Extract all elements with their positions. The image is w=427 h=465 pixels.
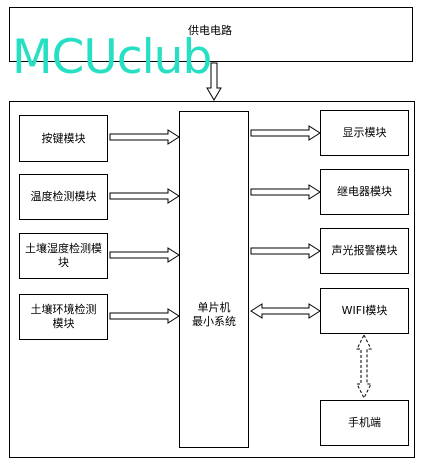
power-supply-label: 供电电路: [188, 24, 232, 37]
mcu-label-line2: 最小系统: [192, 314, 236, 328]
input-module-keys: 按键模块: [19, 115, 108, 162]
mcu-to-alarm-arrow: [250, 243, 321, 259]
environment-to-mcu-arrow: [109, 308, 180, 324]
temp-to-mcu-arrow: [109, 188, 180, 204]
phone-terminal: 手机端: [320, 400, 409, 446]
output-module-alarm: 声光报警模块: [320, 228, 409, 274]
system-frame: [9, 101, 415, 458]
mcu-wifi-bidirectional-arrow: [250, 303, 321, 319]
input-module-soil-environment: 土壤环境检测模块: [19, 294, 108, 340]
input-module-temperature: 温度检测模块: [19, 174, 108, 220]
mcu-minimum-system: 单片机 最小系统: [179, 111, 249, 448]
keys-to-mcu-arrow: [109, 129, 180, 145]
power-supply-box: [9, 7, 413, 62]
power-to-mcu-arrow: [206, 62, 222, 101]
mcuclub-watermark: MCUclub: [12, 30, 212, 85]
mcu-to-display-arrow: [250, 125, 321, 141]
humidity-to-mcu-arrow: [109, 247, 180, 263]
mcu-to-relay-arrow: [250, 184, 321, 200]
mcu-label-line1: 单片机: [197, 300, 231, 314]
output-module-display: 显示模块: [320, 110, 409, 156]
wifi-phone-dashed-arrow: [356, 333, 372, 400]
input-module-soil-humidity: 土壤湿度检测模块: [19, 233, 108, 279]
output-module-relay: 继电器模块: [320, 169, 409, 215]
